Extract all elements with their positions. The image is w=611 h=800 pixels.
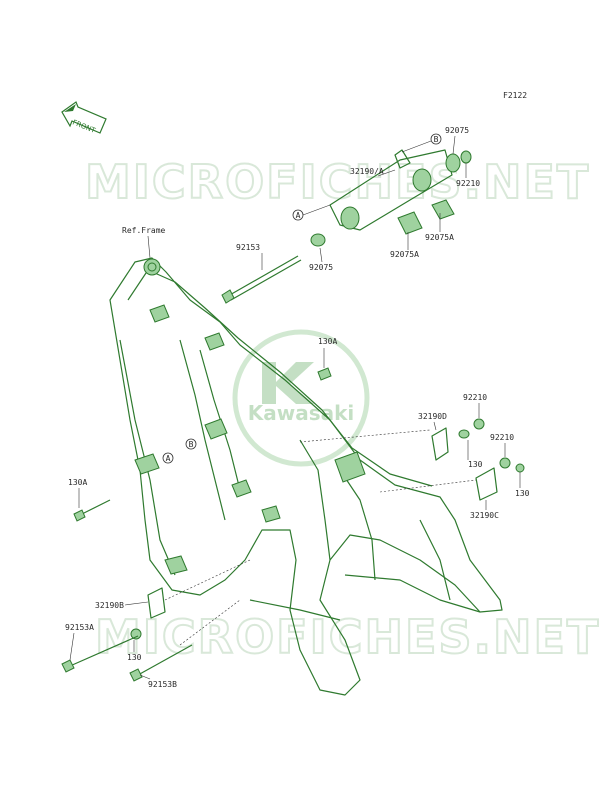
callout-a-top: A — [292, 204, 331, 221]
watermark-logo-text: Kawasaki — [248, 401, 355, 425]
bolt-130a-left — [73, 499, 111, 522]
bracket-32190b — [130, 587, 166, 640]
callout-a-left: A — [162, 452, 174, 464]
callout-a-left-text: A — [166, 454, 171, 463]
callout-b-left: B — [185, 438, 197, 450]
bracket-32190d — [431, 418, 485, 461]
bolt-92153 — [221, 255, 302, 304]
label-32190a: 32190/A — [350, 167, 384, 176]
label-32190d: 32190D — [418, 412, 447, 421]
label-92153a: 92153A — [65, 623, 94, 632]
callout-b-top-text: B — [434, 135, 439, 144]
label-92153b: 92153B — [148, 680, 177, 689]
ref-frame-label: Ref.Frame — [122, 226, 166, 235]
label-130-r1: 130 — [468, 460, 483, 469]
upper-bracket-assembly — [310, 149, 472, 247]
motorcycle-frame — [109, 257, 503, 696]
bracket-32190c — [475, 457, 525, 501]
callout-a-top-text: A — [296, 211, 301, 220]
front-arrow-icon: FRONT — [61, 101, 107, 135]
bolt-92153a — [61, 635, 139, 673]
label-130a-mid: 130A — [318, 337, 337, 346]
bolt-130a-mid — [317, 367, 332, 381]
bolt-92153b — [129, 644, 193, 682]
watermark-top: MICROFICHES.NET — [85, 155, 590, 209]
label-92075a: 92075A — [425, 233, 454, 242]
label-130a-left: 130A — [68, 478, 87, 487]
label-32190b: 32190B — [95, 601, 124, 610]
label-32190c: 32190C — [470, 511, 499, 520]
label-92210-r2: 92210 — [490, 433, 514, 442]
label-92075a-2: 92075A — [390, 250, 419, 259]
watermark-bottom: MICROFICHES.NET — [95, 610, 600, 664]
label-130-r2: 130 — [515, 489, 530, 498]
label-92075-mid: 92075 — [309, 263, 333, 272]
callout-b-left-text: B — [189, 440, 194, 449]
label-92210-r1: 92210 — [463, 393, 487, 402]
label-92210-top: 92210 — [456, 179, 480, 188]
label-92075-top: 92075 — [445, 126, 469, 135]
label-92153: 92153 — [236, 243, 260, 252]
callout-b-top: B — [401, 133, 442, 153]
label-130-bl: 130 — [127, 653, 142, 662]
figure-code: F2122 — [503, 91, 527, 100]
